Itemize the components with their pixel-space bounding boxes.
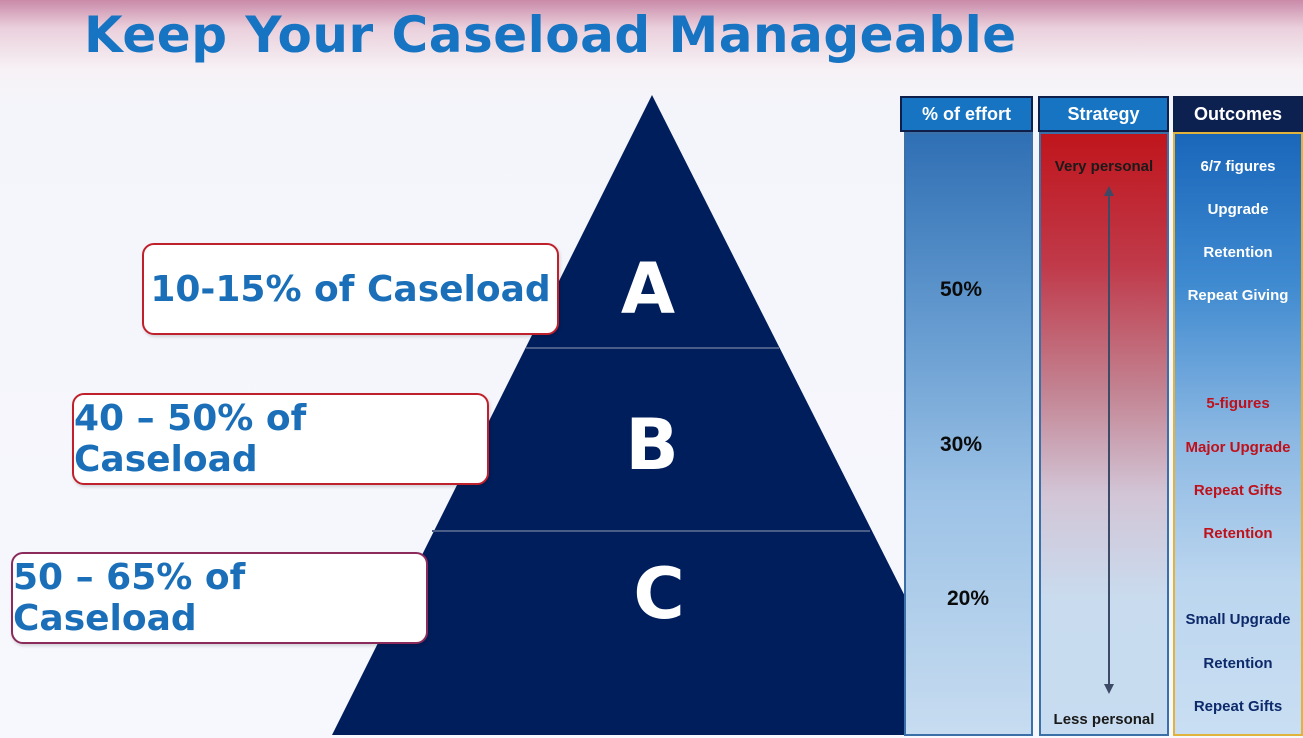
page-title: Keep Your Caseload Manageable: [84, 6, 1017, 64]
outcome-a-3: Retention: [1203, 244, 1273, 261]
caseload-box-a: 10-15% of Caseload: [142, 243, 559, 335]
double-arrow-icon: [1104, 186, 1114, 694]
outcome-c-3: Repeat Gifts: [1193, 698, 1283, 715]
outcome-a-1: 6/7 figures: [1200, 158, 1276, 175]
strategy-column-header: Strategy: [1038, 96, 1169, 132]
outcome-c-2: Retention: [1203, 655, 1273, 672]
caseload-box-c: 50 – 65% of Caseload: [11, 552, 428, 644]
strategy-bottom-label: Less personal: [1053, 711, 1155, 728]
tier-c-letter: C: [633, 553, 685, 635]
outcomes-column: [1173, 132, 1303, 736]
outcome-b-1: 5-figures: [1206, 395, 1270, 412]
effort-column-header: % of effort: [900, 96, 1033, 132]
strategy-top-label: Very personal: [1054, 158, 1154, 175]
pyramid-shape: [332, 95, 975, 735]
tier-a-letter: A: [620, 248, 676, 330]
outcome-b-3: Repeat Gifts: [1193, 482, 1283, 499]
outcome-a-2: Upgrade: [1207, 201, 1269, 218]
effort-b: 30%: [940, 433, 983, 456]
strategy-column: [1039, 132, 1169, 736]
tier-b-letter: B: [625, 404, 679, 486]
effort-c: 20%: [947, 587, 990, 610]
caseload-box-b: 40 – 50% of Caseload: [72, 393, 489, 485]
outcome-b-4: Retention: [1203, 525, 1273, 542]
effort-column: [904, 132, 1033, 736]
outcome-b-2: Major Upgrade: [1185, 439, 1291, 456]
outcome-c-1: Small Upgrade: [1185, 611, 1291, 628]
effort-a: 50%: [940, 278, 983, 301]
outcomes-column-header: Outcomes: [1173, 96, 1303, 132]
outcome-a-4: Repeat Giving: [1187, 287, 1289, 304]
